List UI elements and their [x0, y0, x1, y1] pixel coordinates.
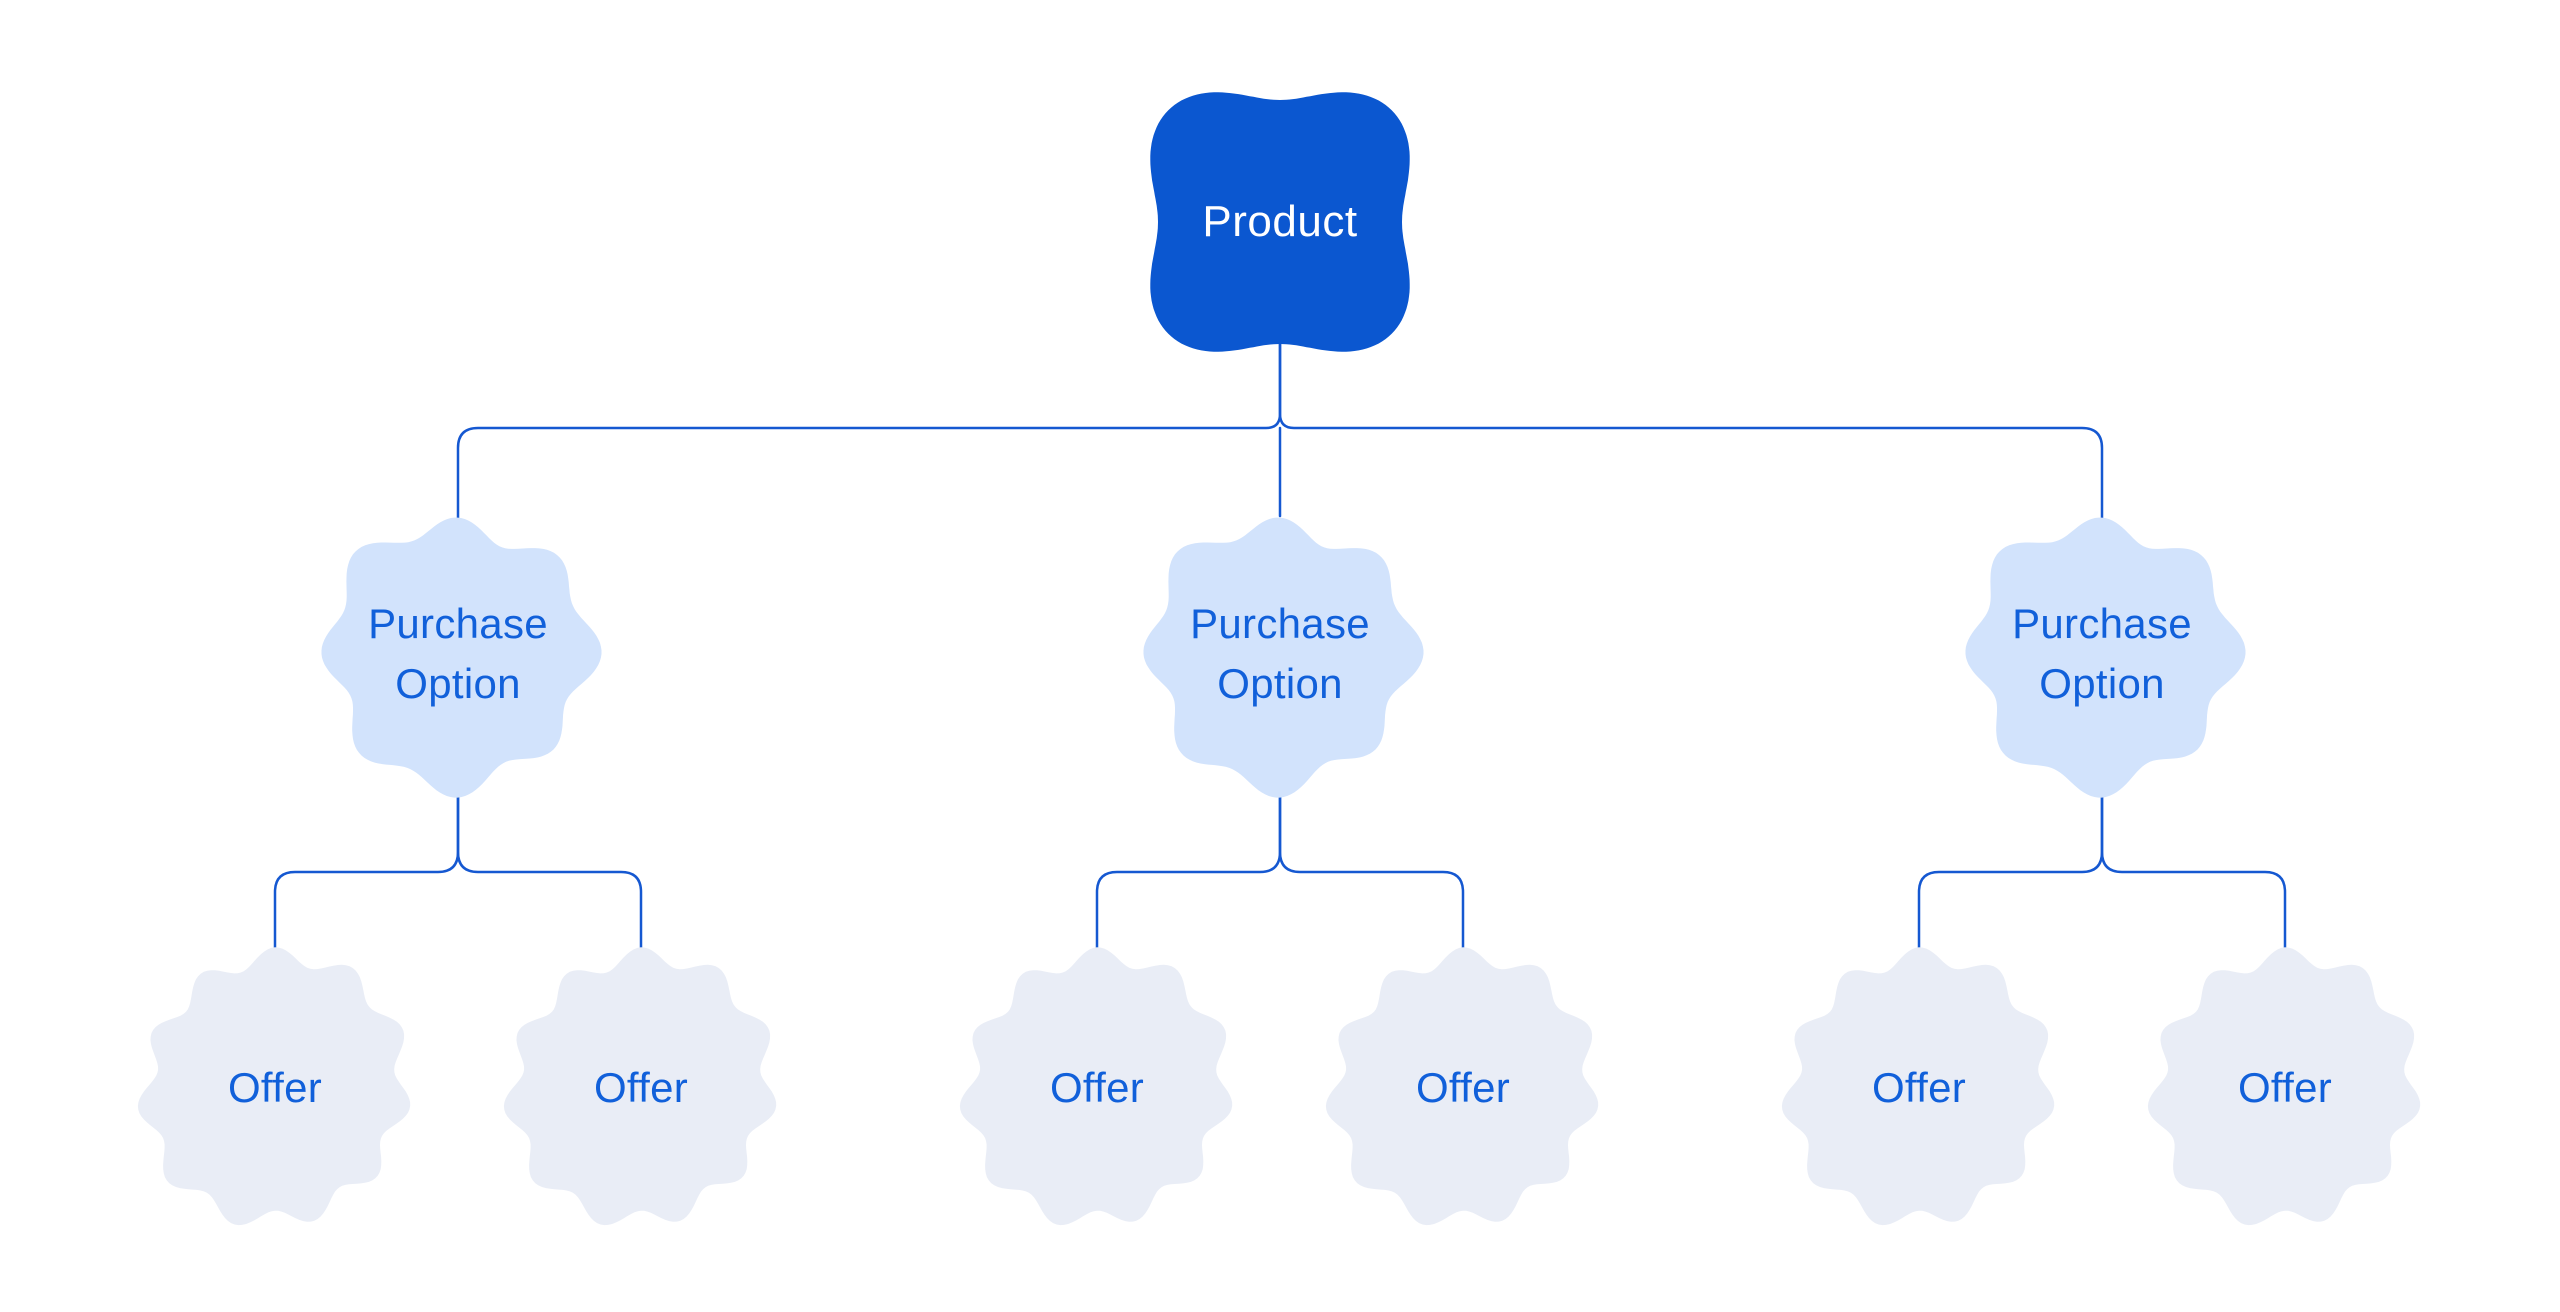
- offer-node-2: Offer: [491, 938, 791, 1238]
- offer-node-3: Offer: [947, 938, 1247, 1238]
- offer-blob-shape: [137, 947, 411, 1226]
- offer-label: Offer: [593, 1064, 689, 1112]
- purchase-option-node-1: Purchase Option: [308, 504, 608, 804]
- product-label: Product: [1202, 196, 1358, 246]
- product-node: Product: [1130, 72, 1430, 372]
- purchase-option-label: Purchase Option: [1190, 600, 1370, 707]
- offer-label: Offer: [1871, 1064, 1967, 1112]
- offer-blob-shape: [959, 947, 1233, 1226]
- offer-label: Offer: [1049, 1064, 1145, 1112]
- purchase-option-label: Purchase Option: [2012, 600, 2192, 707]
- offer-blob-shape: [1781, 947, 2055, 1226]
- purchase-option-node-3: Purchase Option: [1952, 504, 2252, 804]
- offer-node-4: Offer: [1313, 938, 1613, 1238]
- offer-label: Offer: [227, 1064, 323, 1112]
- purchase-option-node-2: Purchase Option: [1130, 504, 1430, 804]
- purchase-option-blob-shape: [1965, 517, 2246, 798]
- purchase-option-blob-shape: [321, 517, 602, 798]
- offer-blob-shape: [2147, 947, 2421, 1226]
- offer-label: Offer: [1415, 1064, 1511, 1112]
- offer-node-6: Offer: [2135, 938, 2435, 1238]
- purchase-option-blob-shape: [1143, 517, 1424, 798]
- offer-node-1: Offer: [125, 938, 425, 1238]
- offer-node-5: Offer: [1769, 938, 2069, 1238]
- offer-label: Offer: [2237, 1064, 2333, 1112]
- offer-blob-shape: [1325, 947, 1599, 1226]
- product-blob-shape: [1150, 92, 1410, 352]
- purchase-option-label: Purchase Option: [368, 600, 548, 707]
- offer-blob-shape: [503, 947, 777, 1226]
